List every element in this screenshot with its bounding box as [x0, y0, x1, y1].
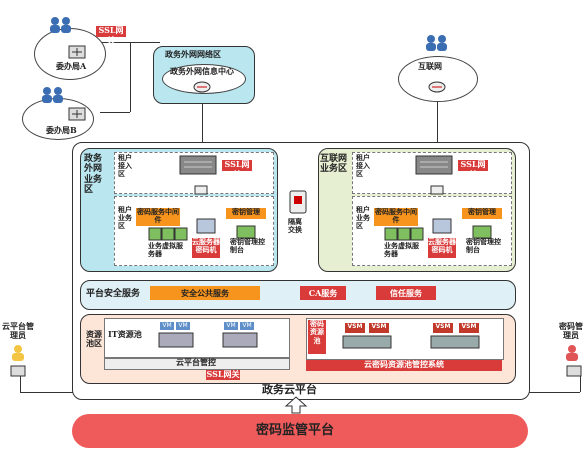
right-tenant-access-label: 租户接入区 — [356, 153, 370, 179]
admin-user-icon — [562, 344, 582, 366]
line-admin-left — [20, 374, 21, 392]
up-arrow-icon — [284, 396, 308, 418]
user-icon — [40, 86, 66, 108]
left-crypto-mgmt-console: 密钥管理控制台 — [230, 237, 265, 255]
crypto-pool-label: 密码资源池 — [308, 319, 326, 354]
cloud-platform-mgmt-bar — [104, 358, 290, 370]
crypto-admin-label: 密码管理员 — [559, 321, 583, 341]
switch-icon — [194, 180, 208, 199]
hsm-icon — [342, 334, 392, 353]
right-crypto-mgmt: 密钥管理 — [462, 207, 502, 219]
vsm-4: VSM — [458, 322, 480, 334]
console-icon — [236, 224, 256, 243]
platform-security-label: 平台安全服务 — [86, 289, 141, 299]
right-ssl-gateway-badge: SSL网关 — [458, 159, 488, 178]
switch-icon — [430, 180, 444, 199]
server-icon — [158, 332, 194, 352]
left-crypto-middleware: 密码服务中间件 — [136, 207, 180, 226]
right-zone-title: 互联网业务区 — [320, 154, 348, 175]
right-crypto-middleware: 密码服务中间件 — [374, 207, 418, 226]
router-icon — [566, 362, 582, 381]
it-pool-label: IT资源池 — [108, 329, 142, 339]
firewall-icon — [288, 190, 308, 218]
gov-cloud-platform-title: 政务云平台 — [262, 383, 317, 396]
resource-pool-label: 资源池区 — [86, 329, 102, 349]
vsm-2: VSM — [368, 322, 390, 334]
server-icon — [222, 332, 258, 352]
security-public-service: 安全公共服务 — [150, 286, 260, 300]
user-icon — [48, 16, 74, 38]
crypto-pool-mgmt-bar: 云密码资源池管控系统 — [306, 359, 502, 371]
router-icon — [68, 44, 86, 63]
line-bureau-right — [130, 42, 131, 112]
gov-extranet-zone-label: 政务外网网络区 — [165, 49, 221, 59]
crypto-machine-icon — [196, 218, 216, 238]
line-center-down — [202, 100, 203, 160]
vm-4: VM — [240, 322, 254, 330]
vsm-3: VSM — [432, 322, 454, 334]
crypto-supervision-label: 密码监管平台 — [256, 423, 335, 438]
vm-3: VM — [224, 322, 238, 330]
right-tenant-business-label: 租户业务区 — [356, 205, 370, 231]
internet-cloud — [398, 56, 478, 102]
right-biz-vm-server: 业务虚拟服务器 — [384, 241, 419, 259]
right-crypto-mgmt-console: 密钥管理控制台 — [466, 237, 501, 255]
server-icon — [384, 226, 424, 245]
internet-label: 互联网 — [418, 61, 442, 71]
trust-service: 信任服务 — [376, 286, 436, 300]
cloud-platform-mgmt-label: 云平台管控 — [176, 357, 216, 367]
router-icon — [428, 78, 446, 97]
vsm-1: VSM — [344, 322, 366, 334]
console-icon — [472, 224, 492, 243]
admin-user-icon — [8, 344, 28, 366]
resource-ssl-gateway: SSL网关 — [206, 369, 240, 380]
router-icon — [68, 106, 86, 125]
router-icon — [10, 362, 26, 381]
isolation-exchange-label: 隔离交换 — [288, 217, 302, 235]
platform-security-bar — [80, 280, 516, 310]
ssl-gateway-top-badge: SSL网关 — [96, 25, 126, 44]
line-internet-down — [437, 100, 438, 160]
vm-2: VM — [176, 322, 190, 330]
left-crypto-mgmt: 密钥管理 — [226, 207, 266, 219]
left-tenant-business-label: 租户业务区 — [118, 205, 132, 231]
ca-service: CA服务 — [300, 286, 346, 300]
left-ssl-gateway-badge: SSL网关 — [222, 159, 252, 178]
left-tenant-access-label: 租户接入区 — [118, 153, 132, 179]
user-icon — [424, 34, 450, 56]
it-pool-box — [104, 318, 290, 358]
left-cloud-crypto-machine: 云服务器密码机 — [192, 237, 220, 258]
gov-extranet-center-label: 政务外网信息中心 — [170, 66, 234, 76]
server-rack-icon — [178, 154, 218, 180]
left-biz-vm-server: 业务虚拟服务器 — [148, 241, 183, 259]
router-icon — [193, 78, 211, 97]
crypto-machine-icon — [432, 218, 452, 238]
hsm-icon — [430, 334, 480, 353]
crypto-supervision-platform — [72, 414, 528, 448]
server-icon — [148, 226, 188, 245]
line-bureau-b — [100, 112, 130, 113]
left-zone-title: 政务外网业务区 — [84, 154, 103, 196]
cloud-admin-label: 云平台管理员 — [2, 321, 34, 341]
bureau-b-label: 委办局B — [46, 125, 77, 135]
right-cloud-crypto-machine: 云服务器密码机 — [428, 237, 456, 258]
server-rack-icon — [414, 154, 454, 180]
line-admin-right — [580, 374, 581, 392]
vm-1: VM — [160, 322, 174, 330]
bureau-a-label: 委办局A — [56, 61, 87, 71]
